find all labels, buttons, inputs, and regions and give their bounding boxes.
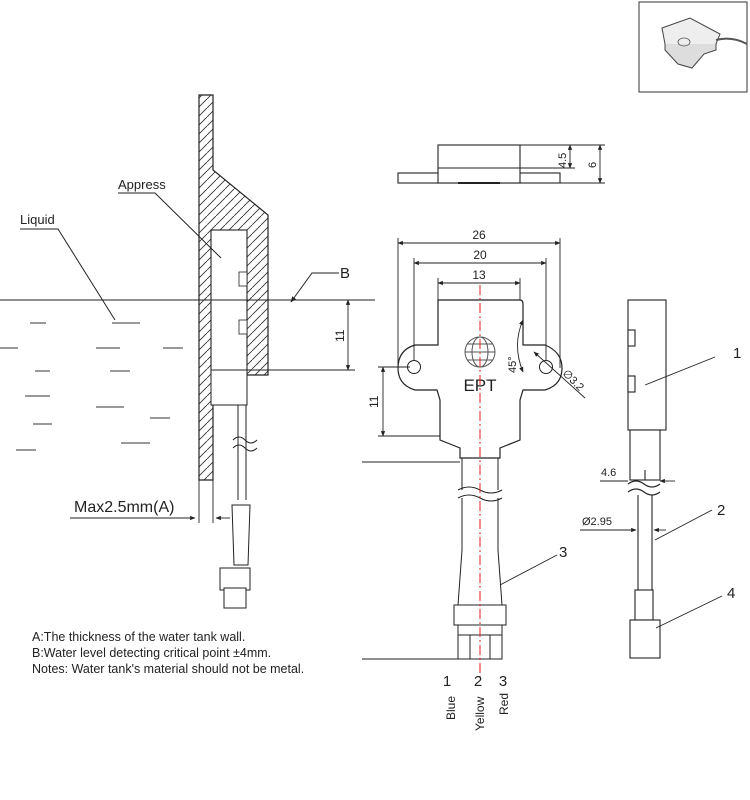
- b-leader: [290, 272, 339, 303]
- callout-4-leader: [655, 595, 723, 629]
- pin-1-num: 1: [443, 673, 451, 690]
- appress-label: Appress: [118, 177, 166, 192]
- callout-3: 3: [559, 544, 567, 561]
- ept-logo-text: EPT: [463, 376, 496, 395]
- dim-20-text: 20: [473, 248, 487, 262]
- dim-13-text: 13: [472, 268, 486, 282]
- dim-front-widths: [397, 238, 561, 368]
- b-label: B: [340, 265, 350, 282]
- pin-1-color: Blue: [444, 696, 458, 720]
- dim-2-95-text: Ø2.95: [582, 516, 612, 528]
- dim-11-front-text: 11: [367, 395, 381, 408]
- pin-2-color: Yellow: [473, 696, 487, 731]
- wall-thickness-dim: [70, 480, 230, 523]
- sensor-side-view: [627, 299, 667, 659]
- liquid-label: Liquid: [20, 212, 55, 227]
- dim-4-6-text: 4.6: [601, 467, 616, 479]
- pin-3-color: Red: [497, 693, 511, 715]
- hole-leader: [533, 351, 586, 399]
- callout-2: 2: [717, 502, 725, 519]
- liquid-leader: [20, 228, 116, 321]
- dim-top-view: [520, 144, 605, 184]
- callout-1: 1: [733, 345, 741, 362]
- angle-arc: [517, 319, 524, 373]
- dim-4-5-text: 4.5: [557, 153, 569, 168]
- callout-1-leader: [644, 356, 716, 386]
- hole-dia-text: ∅3.2: [560, 368, 586, 394]
- dim-side-view: [580, 478, 675, 533]
- dim-11-left-text: 11: [333, 329, 347, 342]
- note-b: B:Water level detecting critical point ±…: [32, 646, 272, 660]
- note-material: Notes: Water tank's material should not …: [32, 662, 305, 676]
- pin-2-num: 2: [474, 673, 482, 690]
- callout-2-leader: [654, 509, 713, 541]
- pin-3-num: 3: [499, 673, 507, 690]
- product-thumbnail: [638, 1, 748, 93]
- max-thickness-label: Max2.5mm(A): [74, 499, 174, 516]
- angle-text: 45°: [507, 356, 519, 373]
- sensor-top-view: [397, 144, 561, 184]
- dim-11-left: [213, 299, 355, 371]
- callout-3-leader: [499, 554, 558, 586]
- note-a: A:The thickness of the water tank wall.: [32, 630, 246, 644]
- notes-block: A:The thickness of the water tank wall. …: [32, 629, 304, 677]
- callout-4: 4: [727, 585, 735, 602]
- sensor-body-side: [210, 229, 258, 609]
- dim-6-text: 6: [587, 162, 599, 168]
- liquid-marks: [0, 322, 183, 451]
- appress-leader: [118, 192, 222, 259]
- dim-11-front: [378, 366, 440, 437]
- dim-26-text: 26: [472, 228, 486, 242]
